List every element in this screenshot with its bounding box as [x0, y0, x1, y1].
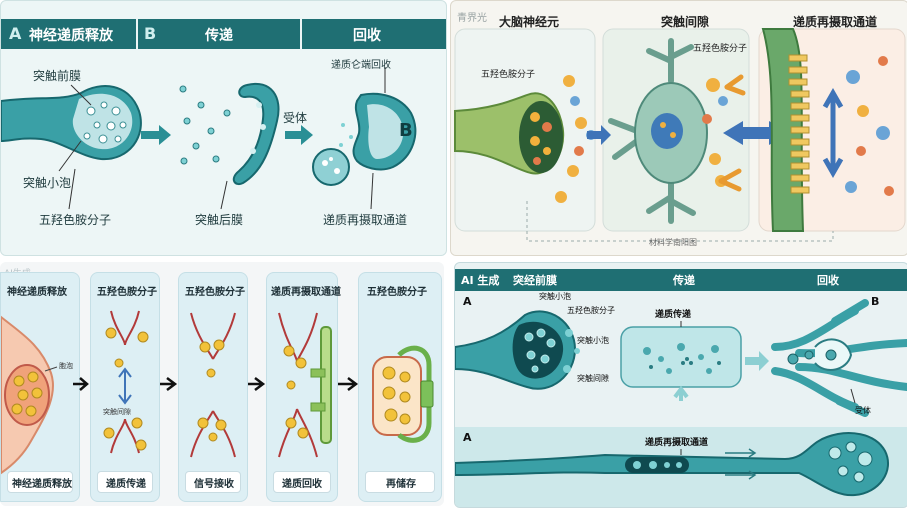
step-card-transmit: 五羟色胺分子 突触间隙 递质传递 — [90, 272, 160, 502]
step-caption-reuptake: 递质回收 — [282, 475, 322, 490]
step-caption-box-receive: 信号接收 — [185, 471, 241, 493]
label-serotonin-p4: 五羟色胺分子 — [567, 305, 615, 316]
step-caption-release: 神经递质释放 — [12, 475, 72, 490]
label-vesicle-p4: 突触小泡 — [539, 291, 571, 302]
footer-caption: 材料学南阳图 — [649, 237, 697, 248]
neuron-cleft-illustration — [451, 1, 907, 255]
step-caption-receive: 信号接收 — [194, 475, 234, 490]
label-receptor-p4: 受体 — [855, 405, 871, 416]
panel-teal-process: AI 生成 突经前膜 传递 回收 — [454, 262, 907, 508]
step-illustration-restore — [359, 273, 441, 501]
step-illustration-transmit — [91, 273, 159, 501]
label-letter-b: B — [399, 120, 413, 141]
presynaptic-terminal — [1, 86, 141, 159]
step-caption-restore: 再储存 — [386, 475, 416, 490]
step-caption-box-transmit: 递质传递 — [97, 471, 153, 493]
arrow-release-to-transmit — [141, 125, 171, 145]
step-illustration-receive — [179, 273, 247, 501]
label-reuptake: 递质再摄取通道 — [323, 211, 407, 228]
label-reuptake-top: 递质仑端回收 — [331, 56, 391, 71]
label-serotonin-left: 五羟色胺分子 — [481, 67, 535, 80]
letter-a: A — [463, 295, 472, 308]
arrow-to-receptor — [745, 351, 769, 371]
step-note-cleft: 突触间隙 — [103, 407, 131, 417]
step-card-restore: 五羟色胺分子 再储存 — [358, 272, 442, 502]
postsynaptic-membrane-shape — [234, 84, 279, 184]
reuptake-vesicle — [313, 149, 349, 185]
label-vesicle: 突触小泡 — [23, 174, 71, 191]
label-presynaptic: 突触前膜 — [33, 67, 81, 84]
label-reuptake-p4: 递质再摄取通道 — [645, 435, 708, 448]
step-card-reuptake: 递质再摄取通道 递质回收 — [266, 272, 338, 502]
label-vesicle2-p4: 突触小泡 — [577, 335, 609, 346]
up-arrow — [675, 389, 687, 401]
step-caption-box-restore: 再储存 — [365, 471, 435, 493]
arrow-transmit-to-reuptake — [285, 125, 313, 145]
step-caption-box-reuptake: 递质回收 — [273, 471, 331, 493]
letter-a2: A — [463, 431, 472, 444]
label-postsynaptic: 突触后膜 — [195, 211, 243, 228]
label-serotonin-mid: 五羟色胺分子 — [693, 41, 747, 54]
step-card-receive: 五羟色胺分子 信号接收 — [178, 272, 248, 502]
label-cleft-p4: 突触间隙 — [577, 373, 609, 384]
panel-synapse-teal: A 神经递质释放 B 传递 回收 — [0, 0, 447, 256]
panel-neuron-cleft: 青界光 大脑神经元 突触间隙 递质再摄取通道 — [450, 0, 907, 256]
step-caption-box-release: 神经递质释放 — [7, 471, 73, 493]
step-card-release: 神经递质释放 胞泡 神经递质释放 — [0, 272, 80, 502]
cleft-chamber — [621, 327, 741, 387]
label-serotonin: 五羟色胺分子 — [39, 211, 111, 228]
leader-reuptake — [371, 173, 373, 209]
leader-postsynaptic — [221, 181, 227, 209]
letter-b: B — [871, 295, 879, 308]
teal-process-illustration — [455, 263, 907, 507]
transmitter-dots — [180, 86, 230, 164]
step-caption-transmit: 递质传递 — [106, 475, 146, 490]
label-receptor: 受体 — [283, 109, 307, 126]
step-illustration-reuptake — [267, 273, 337, 501]
nucleus — [651, 113, 683, 149]
label-transmit-p4: 递质传递 — [655, 307, 691, 320]
step-illustration-release — [1, 273, 79, 501]
step-note-vesicle: 胞泡 — [59, 361, 73, 371]
